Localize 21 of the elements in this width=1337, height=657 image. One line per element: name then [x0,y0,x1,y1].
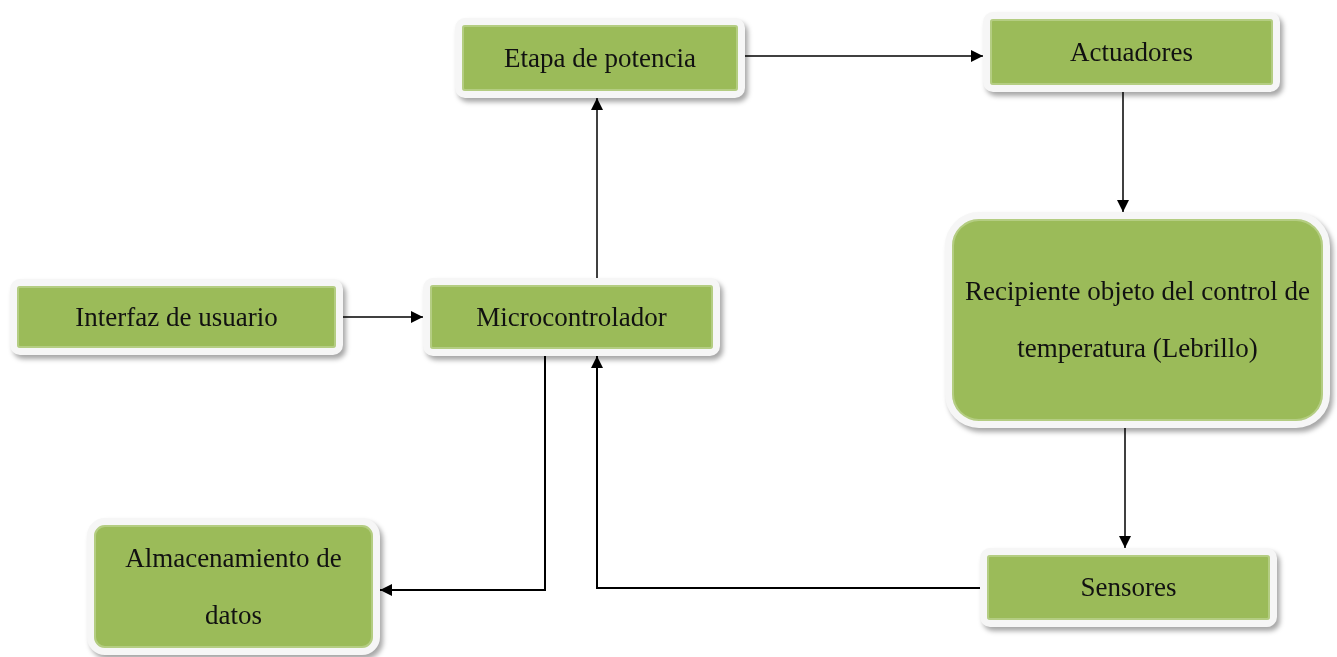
box-label: Microcontrolador [476,300,667,334]
process-box [10,279,343,355]
process-box [980,548,1277,627]
box-label: Recipiente objeto del control de temperatura (Lebrillo) [964,275,1311,365]
arrow [591,97,603,279]
process-box [455,18,745,98]
arrow [379,355,546,596]
arrow [1119,427,1131,549]
arrow [1117,91,1129,213]
process-box [945,212,1330,428]
arrow [744,50,984,62]
box-label: Etapa de potencia [504,41,696,75]
arrow [342,311,424,323]
process-box [423,278,720,356]
box-label: Sensores [1080,571,1177,604]
box-label: Actuadores [1070,35,1193,69]
box-label: Interfaz de usuario [75,300,278,334]
process-box [87,518,380,655]
process-box [983,12,1280,92]
arrow [591,355,981,589]
box-label: Almacenamiento de datos [124,541,343,632]
